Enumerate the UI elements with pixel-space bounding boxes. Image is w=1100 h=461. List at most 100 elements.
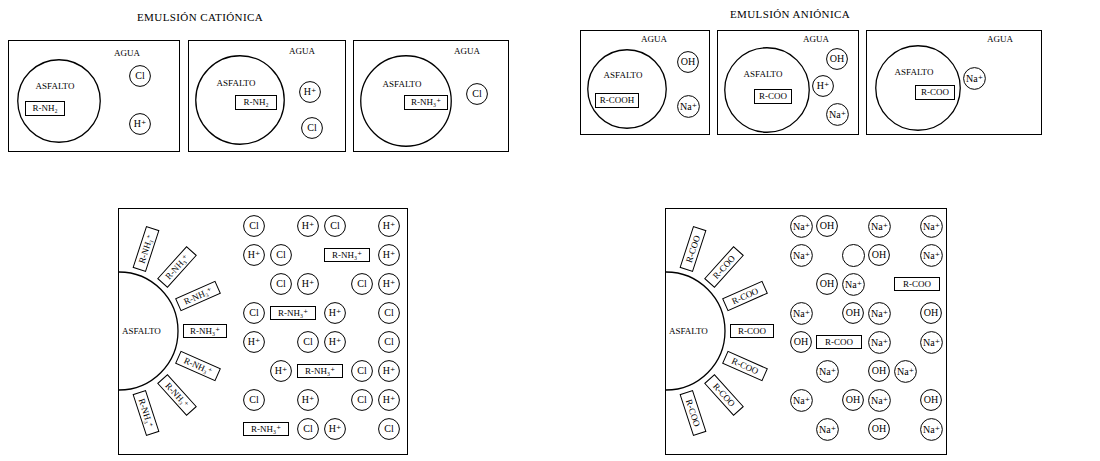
ion-circle: OH [920,389,942,411]
node-text: Na⁺ [923,425,940,435]
ion-circle: Na⁺ [816,360,839,383]
water-box: AGUAASFALTOR-COOH⁺OHNa⁺ [717,30,859,135]
node-text: Na⁺ [871,222,888,232]
ion-circle: OH [842,389,864,411]
emulsifier-molecule: R-NH₃⁺ [404,95,448,110]
ion-circle: OH [868,244,890,266]
ion-circle: H⁺ [270,360,292,382]
node-text: Na⁺ [845,280,862,290]
node-text: Na⁺ [793,222,810,232]
adsorbed-emulsifier: R-COO [704,246,744,288]
node-text: R-NH₂ [32,104,57,113]
node-text: R-NH₃⁺ [182,356,213,376]
emulsifier-molecule: R-COO [915,85,955,100]
node-text: Na⁺ [793,309,810,319]
free-emulsifier: R-COO [816,335,862,349]
node-text: AGUA [454,47,480,56]
adsorbed-emulsifier: R-COO [730,324,774,338]
node-text: H⁺ [329,308,342,318]
node-text: H⁺ [248,250,261,260]
ion-circle: H⁺ [243,244,265,266]
adsorbed-emulsifier: R-NH₃⁺ [132,390,159,436]
section-title: EMULSIÓN CATIÓNICA [137,12,263,23]
section-title: EMULSIÓN ANIÓNICA [730,9,850,20]
node-text: R-COO [825,338,853,347]
ion-circle: Cl [270,273,292,295]
node-text: H⁺ [383,395,396,405]
adsorbed-emulsifier: R-NH₃⁺ [175,281,221,312]
ion-circle: OH [826,48,848,70]
ion-circle: Cl [351,389,373,411]
ion-circle: H⁺ [299,81,321,103]
node-text: Na⁺ [923,222,940,232]
emulsifier-molecule: R-NH₂ [25,101,65,116]
free-emulsifier: R-NH₃⁺ [243,422,289,436]
node-text: R-COO [759,92,787,101]
node-text: AGUA [289,47,315,56]
adsorbed-emulsifier: R-COO [704,374,744,416]
node-text: R-NH₃⁺ [163,381,190,409]
ion-circle: OH [677,51,699,73]
node-text: AGUA [803,35,829,44]
node-text: Na⁺ [819,367,836,377]
node-text: H⁺ [134,119,147,129]
ion-circle: Na⁺ [894,360,917,383]
empty-circle [843,245,865,267]
ion-circle: Na⁺ [920,244,943,267]
asphalt-droplet: ASFALTOR-NH₃⁺ [360,55,452,147]
node-text: Na⁺ [871,309,888,319]
node-text: Cl [249,308,258,318]
ion-circle: Cl [301,117,323,139]
ion-circle: Na⁺ [790,302,813,325]
node-text: R-NH₃⁺ [163,253,190,281]
emulsifier-molecule: R-COOH [595,93,639,108]
node-text: R-COOH [600,96,635,105]
node-text: Cl [357,366,366,376]
ion-circle: H⁺ [297,215,319,237]
node-text: Cl [384,308,393,318]
node-text: Na⁺ [871,338,888,348]
node-text: AGUA [641,35,667,44]
ion-circle: Cl [270,244,292,266]
node-text: Na⁺ [793,251,810,261]
node-text: AGUA [987,35,1013,44]
node-text: Cl [276,250,285,260]
node-text: Cl [307,123,316,133]
ion-circle: Cl [129,65,151,87]
node-text: H⁺ [275,366,288,376]
asphalt-droplet: ASFALTO R-NH₂ [17,59,101,143]
node-text: Na⁺ [897,367,914,377]
node-text: R-COO [684,234,701,263]
node-text: ASFALTO [217,79,256,88]
node-text: OH [820,221,834,231]
adsorbed-emulsifier: R-COO [679,390,706,436]
ion-circle: Na⁺ [868,331,891,354]
ion-circle: Cl [351,360,373,382]
ion-circle: H⁺ [812,75,834,97]
free-emulsifier: R-NH₃⁺ [324,248,370,262]
free-emulsifier: R-COO [894,277,940,291]
ion-circle: H⁺ [324,418,346,440]
node-text: R-COO [903,280,931,289]
node-text: H⁺ [304,87,317,97]
ion-circle: OH [920,302,942,324]
ion-circle: Na⁺ [868,389,891,412]
node-text: R-NH₃⁺ [251,425,281,434]
ion-circle: Cl [243,302,265,324]
node-text: H⁺ [302,395,315,405]
node-text: H⁺ [302,221,315,231]
node-text: R-COO [921,88,949,97]
node-text: H⁺ [383,366,396,376]
node-text: OH [830,54,844,64]
ion-circle: OH [868,360,890,382]
node-text: H⁺ [329,424,342,434]
adsorbed-emulsifier: R-COO [722,281,768,312]
node-text: OH [846,308,860,318]
node-text: ASFALTO [36,82,75,91]
node-text: R-COO [730,286,759,306]
asphalt-surface: ASFALTO [119,271,179,391]
node-text: ASFALTO [895,68,934,77]
node-text: R-NH₃⁺ [190,327,220,336]
node-text: R-NH₃⁺ [411,98,441,107]
node-text: OH [872,424,886,434]
